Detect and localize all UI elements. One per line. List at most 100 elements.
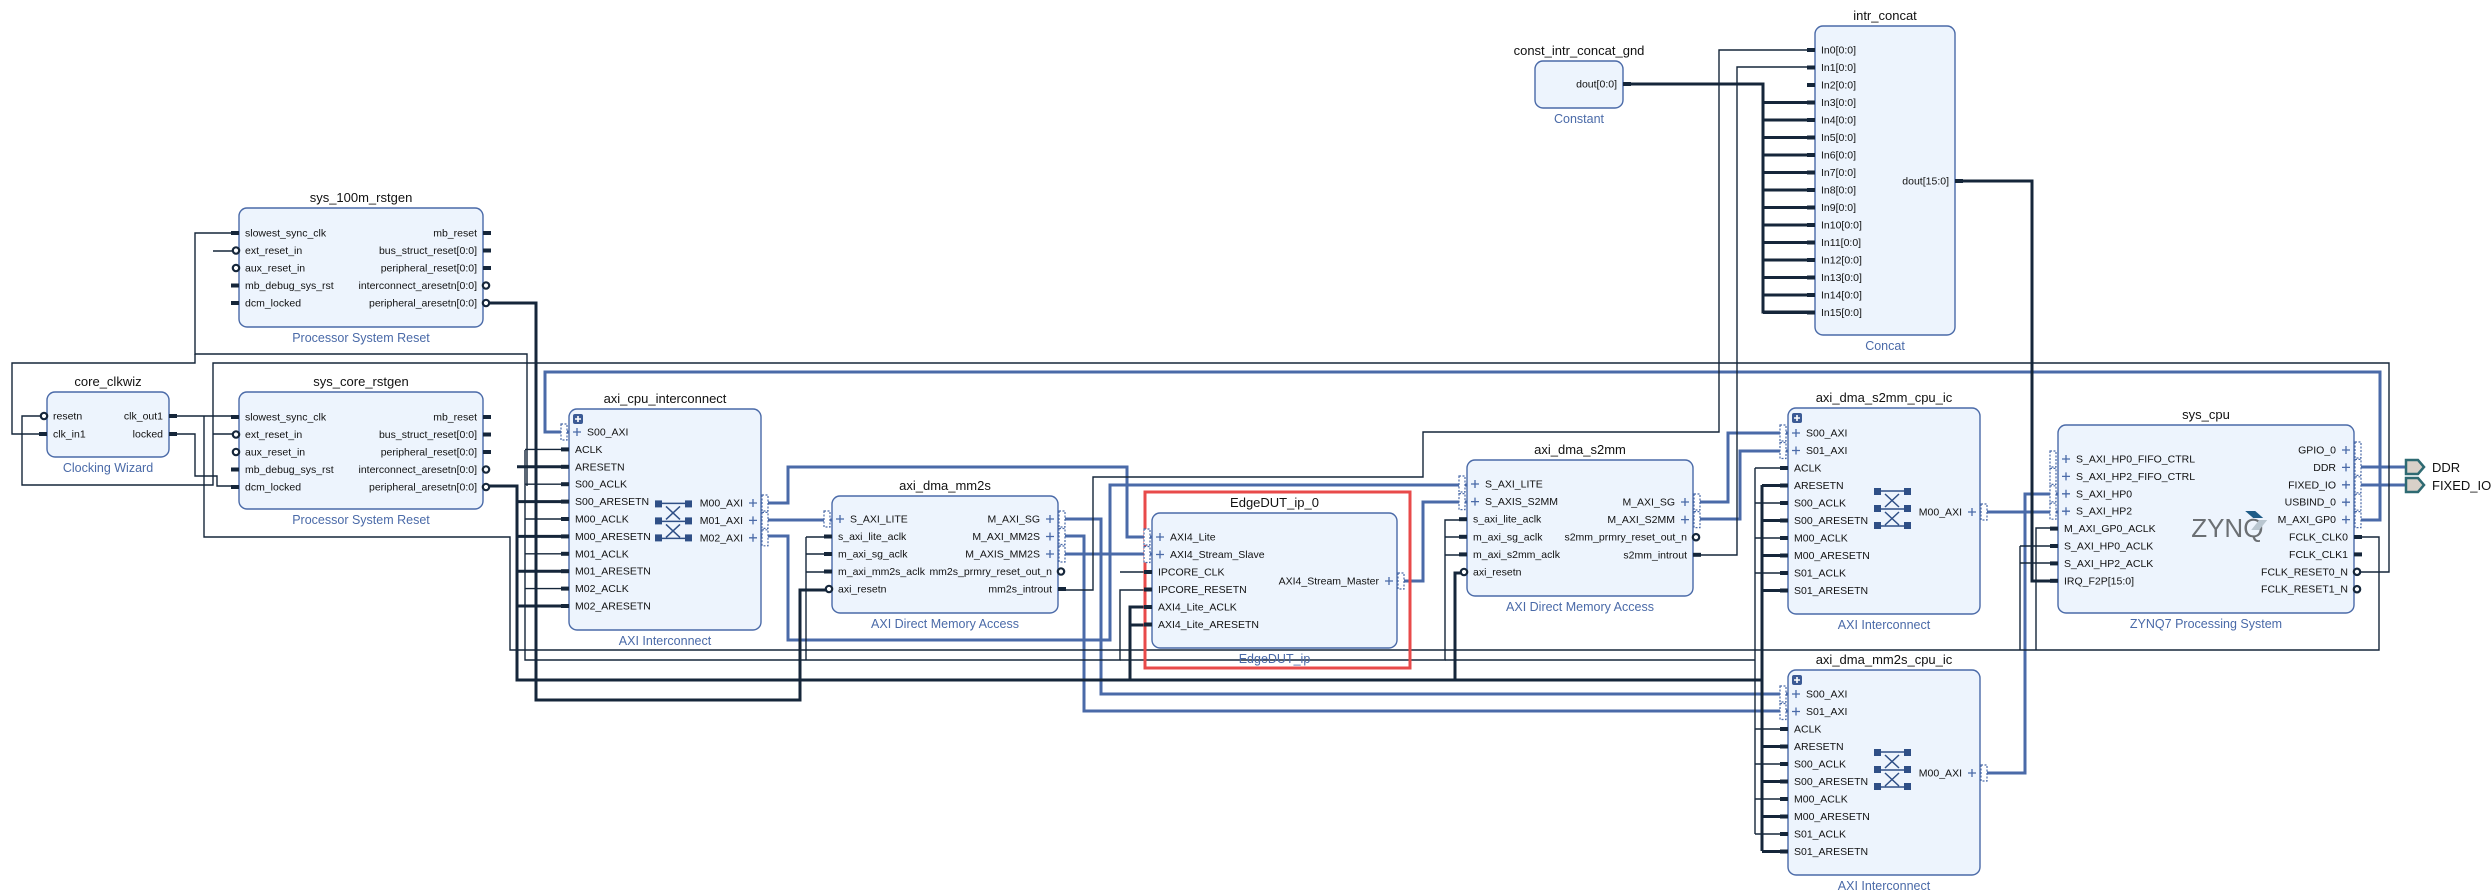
port-in1[interactable]: In1[0:0] [1807,62,1856,74]
port-m-axi-s2mm-aclk[interactable]: m_axi_s2mm_aclk [1459,549,1561,561]
plus-icon[interactable] [2342,480,2350,489]
port-ext-reset-in[interactable]: ext_reset_in [231,429,303,441]
port-s-axi-lite-aclk[interactable]: s_axi_lite_aclk [1459,514,1542,526]
port-s00-aresetn[interactable]: S00_ARESETN [561,496,649,508]
block-EdgeDUT-ip-0[interactable]: EdgeDUT_ip_0EdgeDUT_ipAXI4_LiteAXI4_Stre… [1143,490,1412,670]
port-bus-struct-reset[interactable]: bus_struct_reset[0:0] [379,245,491,257]
port-aresetn[interactable]: ARESETN [1780,480,1844,492]
port-ext-reset-in[interactable]: ext_reset_in [231,245,303,257]
port-peripheral-aresetn[interactable]: peripheral_aresetn[0:0] [369,298,491,310]
plus-icon[interactable] [749,533,757,542]
port-s00-aclk[interactable]: S00_ACLK [1780,498,1846,510]
port-s00-axi[interactable]: S00_AXI [560,423,628,441]
port-m00-axi[interactable]: M00_AXI [1919,503,1988,521]
port-m-axi-s2mm[interactable]: M_AXI_S2MM [1607,511,1701,529]
plus-icon[interactable] [1968,508,1976,516]
port-in3[interactable]: In3[0:0] [1807,97,1856,109]
port-s01-aclk[interactable]: S01_ACLK [1780,568,1846,580]
plus-icon[interactable] [749,516,757,525]
port-aclk[interactable]: ACLK [1780,463,1821,475]
plus-icon[interactable] [1792,690,1800,698]
plus-icon[interactable] [1968,769,1976,777]
port-m-axi-gp0[interactable]: M_AXI_GP0 [2278,511,2362,529]
interface-net[interactable] [543,370,2382,522]
port-m-axi-sg-aclk[interactable]: m_axi_sg_aclk [1459,531,1543,543]
port-resetn[interactable]: resetn [39,411,83,423]
plus-icon[interactable] [1156,533,1164,541]
signal-net[interactable] [11,354,196,435]
port-m00-aresetn[interactable]: M00_ARESETN [561,531,651,543]
port-dout[interactable]: dout[15:0] [1902,176,1963,188]
plus-icon[interactable] [1471,480,1479,488]
port-s-axi-hp2-fifo-ctrl[interactable]: S_AXI_HP2_FIFO_CTRL [2049,467,2195,485]
plus-icon[interactable] [2062,489,2070,498]
interface-net[interactable] [761,465,1152,539]
port-m00-aresetn[interactable]: M00_ARESETN [1780,550,1870,562]
plus-icon[interactable] [2062,472,2070,481]
plus-icon[interactable] [836,515,844,523]
plus-icon[interactable] [2342,463,2350,472]
port-aux-reset-in[interactable]: aux_reset_in [231,447,305,459]
port-in4[interactable]: In4[0:0] [1807,115,1856,127]
port-fclk-reset0-n[interactable]: FCLK_RESET0_N [2261,566,2362,578]
expand-icon[interactable] [573,414,583,424]
plus-icon[interactable] [1681,515,1689,524]
port-aresetn[interactable]: ARESETN [1780,741,1844,753]
signal-net[interactable] [21,362,2390,573]
port-s01-aresetn[interactable]: S01_ARESETN [1780,846,1868,858]
port-s00-axi[interactable]: S00_AXI [1779,424,1847,442]
interface-net[interactable] [761,483,1467,642]
port-in8[interactable]: In8[0:0] [1807,185,1856,197]
plus-icon[interactable] [1681,498,1689,506]
plus-icon[interactable] [1792,429,1800,437]
port-fclk-clk0[interactable]: FCLK_CLK0 [2289,532,2362,544]
block-body[interactable] [1787,669,1981,876]
port-aresetn[interactable]: ARESETN [561,461,625,473]
port-in12[interactable]: In12[0:0] [1807,255,1862,267]
port-m00-axi[interactable]: M00_AXI [1919,764,1988,782]
port-mb-reset[interactable]: mb_reset [433,228,491,240]
port-fclk-clk1[interactable]: FCLK_CLK1 [2289,549,2362,561]
block-intr-concat[interactable]: intr_concatConcatIn0[0:0]In1[0:0]In2[0:0… [1807,8,1963,353]
port-s01-aclk[interactable]: S01_ACLK [1780,829,1846,841]
port-gpio-0[interactable]: GPIO_0 [2298,441,2362,459]
port-s01-aresetn[interactable]: S01_ARESETN [1780,585,1868,597]
port-ddr[interactable]: DDR [2313,458,2362,476]
port-interconnect-aresetn[interactable]: interconnect_aresetn[0:0] [359,464,491,476]
port-dout[interactable]: dout[0:0] [1576,79,1631,91]
interface-net[interactable] [1693,431,1788,504]
plus-icon[interactable] [2342,446,2350,454]
interface-net[interactable] [1058,534,1788,713]
port-dcm-locked[interactable]: dcm_locked [231,298,301,310]
port-in6[interactable]: In6[0:0] [1807,150,1856,162]
port-mb-reset[interactable]: mb_reset [433,412,491,424]
port-s-axi-lite-aclk[interactable]: s_axi_lite_aclk [824,531,907,543]
port-peripheral-reset[interactable]: peripheral_reset[0:0] [381,447,491,459]
port-s00-axi[interactable]: S00_AXI [1779,685,1847,703]
port-s-axis-s2mm[interactable]: S_AXIS_S2MM [1458,493,1558,511]
port-in11[interactable]: In11[0:0] [1807,237,1861,249]
plus-icon[interactable] [1792,446,1800,455]
signal-net[interactable] [203,416,2380,651]
signal-net[interactable] [1058,49,1815,591]
port-in10[interactable]: In10[0:0] [1807,220,1862,232]
block-body[interactable] [46,391,170,458]
port-axi4-stream-slave[interactable]: AXI4_Stream_Slave [1143,545,1265,564]
port-ipcore-clk[interactable]: IPCORE_CLK [1144,567,1225,579]
port-m-axi-sg-aclk[interactable]: m_axi_sg_aclk [824,549,908,561]
port-m02-aclk[interactable]: M02_ACLK [561,583,629,595]
port-s-axi-hp0[interactable]: S_AXI_HP0 [2049,485,2132,503]
port-m-axi-mm2s-aclk[interactable]: m_axi_mm2s_aclk [824,566,926,578]
port-m00-aresetn[interactable]: M00_ARESETN [1780,811,1870,823]
port-in9[interactable]: In9[0:0] [1807,202,1856,214]
port-s00-aresetn[interactable]: S00_ARESETN [1780,515,1868,527]
interface-net[interactable] [1693,449,1788,521]
plus-icon[interactable] [749,499,757,507]
block-body[interactable] [1466,459,1694,597]
plus-icon[interactable] [1792,707,1800,716]
